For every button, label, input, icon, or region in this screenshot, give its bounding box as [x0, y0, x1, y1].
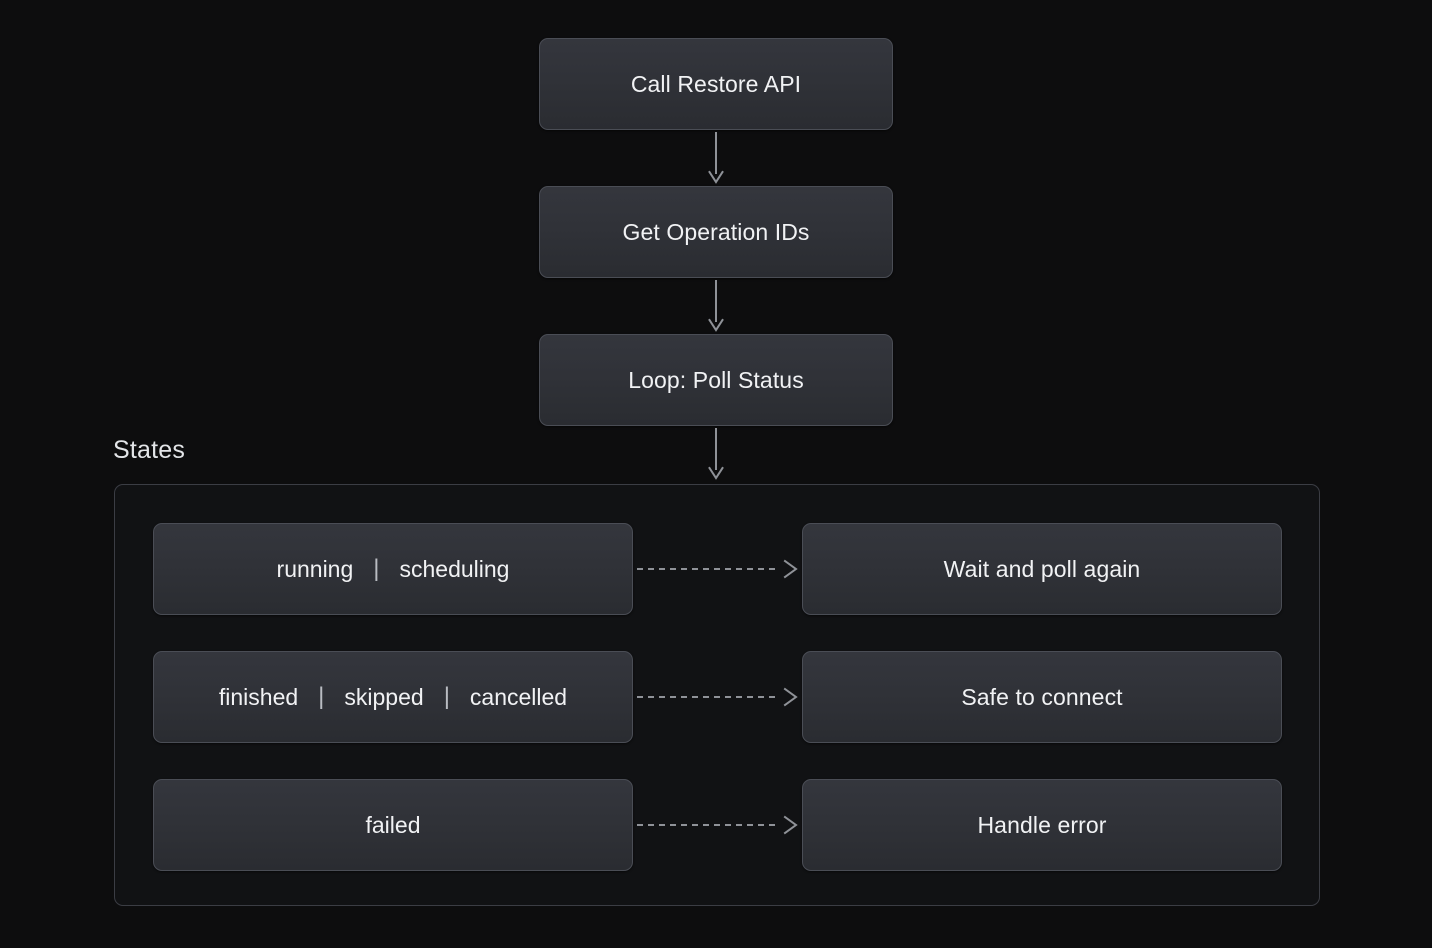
flow-node-get-operation-ids[interactable]: Get Operation IDs	[539, 186, 893, 278]
flow-node-call-restore-api[interactable]: Call Restore API	[539, 38, 893, 130]
state-node-finished-skipped-cancelled[interactable]: finished | skipped | cancelled	[153, 651, 633, 743]
dashed-arrow-right-icon	[637, 815, 800, 835]
state-node-failed[interactable]: failed	[153, 779, 633, 871]
state-separator: |	[373, 555, 380, 582]
state-separator: |	[318, 683, 325, 710]
state-value: cancelled	[469, 683, 568, 710]
flow-node-label: Call Restore API	[630, 70, 802, 97]
action-node-safe-to-connect[interactable]: Safe to connect	[802, 651, 1282, 743]
state-value-list: finished | skipped | cancelled	[202, 684, 584, 711]
dashed-arrow-right-icon	[637, 559, 800, 579]
flow-node-label: Loop: Poll Status	[628, 366, 804, 393]
action-node-handle-error[interactable]: Handle error	[802, 779, 1282, 871]
action-node-label: Handle error	[977, 811, 1107, 838]
state-value: finished	[218, 683, 299, 710]
state-mapping-row: running | scheduling Wait and poll again	[115, 523, 1321, 615]
state-separator: |	[443, 683, 450, 710]
arrow-down-icon	[706, 428, 726, 480]
state-value: running	[276, 555, 354, 582]
flow-node-label: Get Operation IDs	[622, 218, 810, 245]
action-node-wait-and-poll-again[interactable]: Wait and poll again	[802, 523, 1282, 615]
arrow-down-icon	[706, 280, 726, 332]
states-group-title: States	[113, 436, 186, 464]
dashed-arrow-right-icon	[637, 687, 800, 707]
state-value: scheduling	[399, 555, 510, 582]
state-value: failed	[365, 811, 421, 838]
state-value-list: failed	[349, 812, 438, 839]
state-mapping-row: finished | skipped | cancelled Safe to c…	[115, 651, 1321, 743]
flow-node-loop-poll-status[interactable]: Loop: Poll Status	[539, 334, 893, 426]
state-node-running-scheduling[interactable]: running | scheduling	[153, 523, 633, 615]
state-value-list: running | scheduling	[260, 556, 527, 583]
state-mapping-row: failed Handle error	[115, 779, 1321, 871]
action-node-label: Wait and poll again	[943, 555, 1141, 582]
state-value: skipped	[344, 683, 424, 710]
action-node-label: Safe to connect	[961, 683, 1123, 710]
arrow-down-icon	[706, 132, 726, 184]
states-group-container: running | scheduling Wait and poll again…	[114, 484, 1320, 906]
